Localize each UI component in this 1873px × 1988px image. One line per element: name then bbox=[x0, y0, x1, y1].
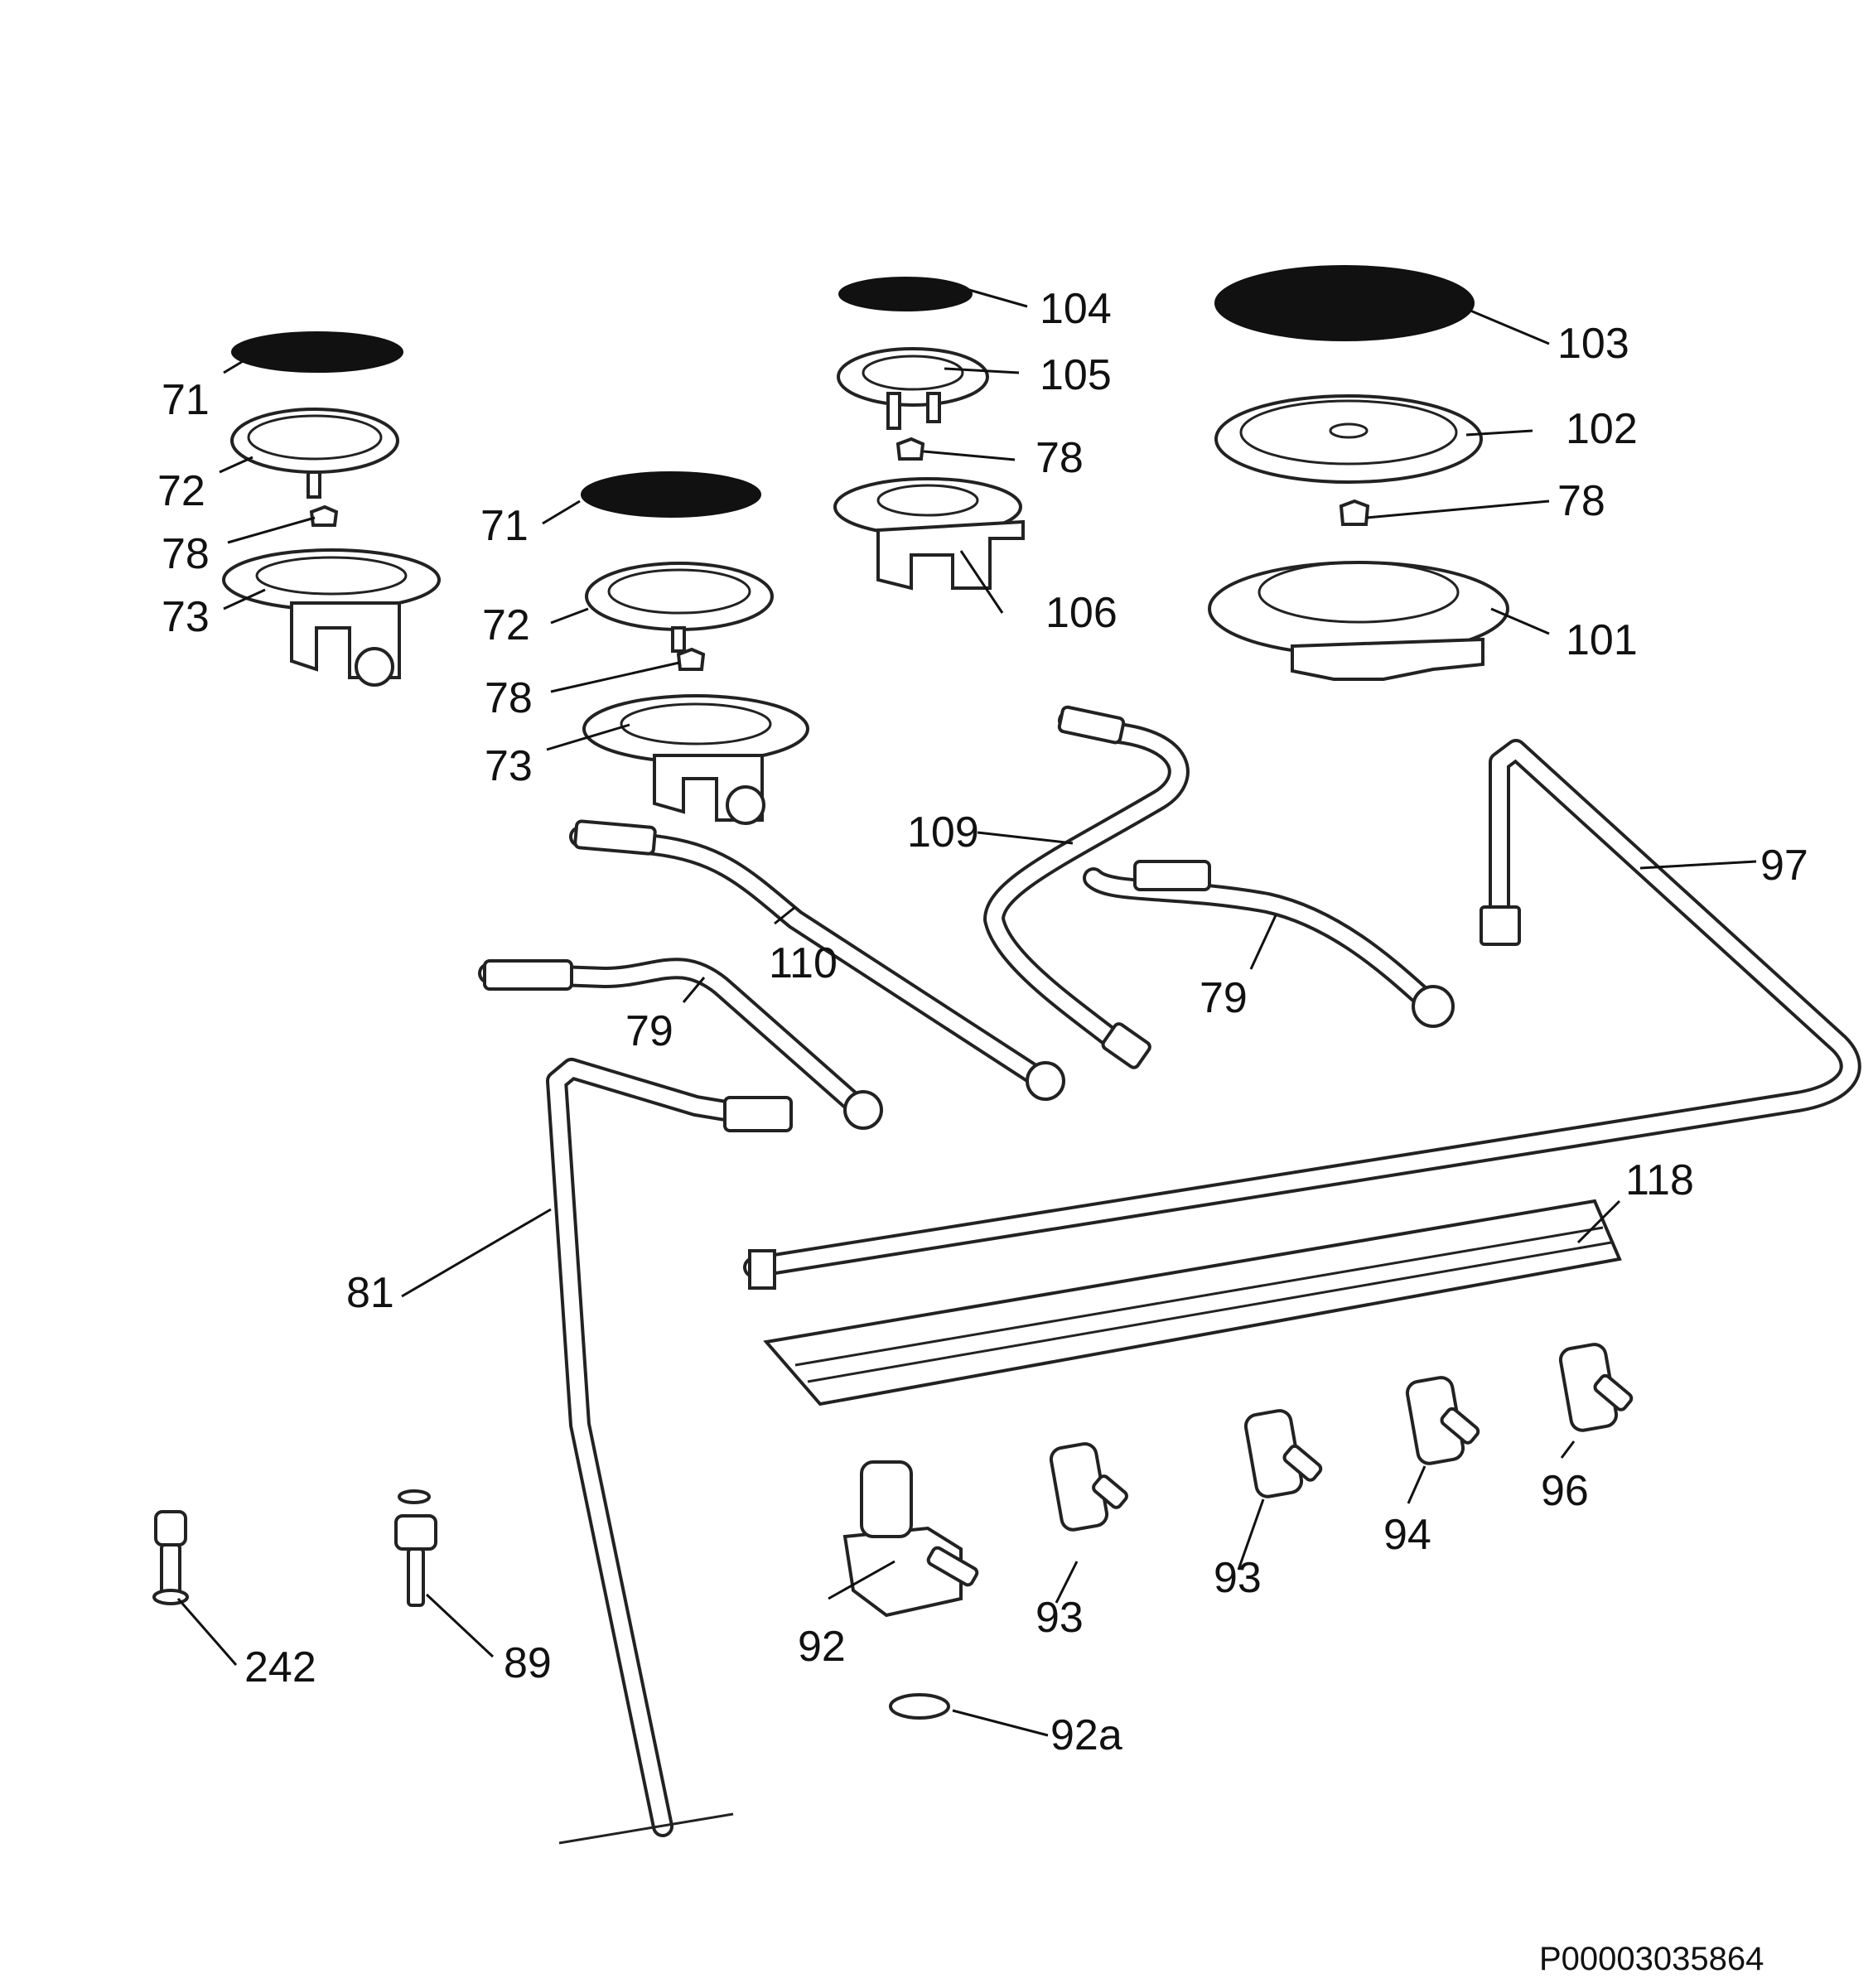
burner-cap-103 bbox=[1214, 265, 1475, 341]
label-78-auxiliary: 78 bbox=[1035, 434, 1084, 482]
label-102: 102 bbox=[1566, 405, 1638, 453]
leader-lines bbox=[176, 288, 1757, 1737]
label-105: 105 bbox=[1040, 351, 1112, 399]
label-79-left: 79 bbox=[625, 1007, 673, 1055]
gas-tap-92 bbox=[842, 1460, 979, 1618]
burner-large-assembly bbox=[1208, 265, 1509, 681]
label-71-middle: 71 bbox=[480, 502, 529, 550]
label-78-middle: 78 bbox=[485, 674, 533, 722]
gas-tap-96 bbox=[1558, 1343, 1634, 1432]
injector-78-left bbox=[309, 504, 339, 527]
burner-auxiliary-assembly bbox=[833, 277, 1025, 591]
label-73-middle: 73 bbox=[485, 742, 533, 790]
flame-spreader-102 bbox=[1214, 394, 1483, 484]
document-reference: P00003035864 bbox=[1539, 1941, 1764, 1977]
burner-base-73-left bbox=[222, 548, 441, 611]
label-104: 104 bbox=[1040, 285, 1112, 333]
burner-left-assembly bbox=[222, 331, 441, 687]
label-101: 101 bbox=[1566, 616, 1638, 664]
gas-tap-93-right bbox=[1243, 1409, 1323, 1498]
injector-78-middle bbox=[676, 647, 706, 671]
label-96: 96 bbox=[1541, 1467, 1589, 1515]
label-72-middle: 72 bbox=[482, 601, 530, 649]
injector-78-large bbox=[1339, 499, 1370, 526]
label-106: 106 bbox=[1045, 589, 1118, 637]
flame-spreader-72-middle bbox=[585, 562, 774, 631]
gas-rail-97 bbox=[743, 739, 1861, 1290]
seal-ring-92a bbox=[889, 1693, 950, 1720]
burner-cap-71-left bbox=[231, 331, 403, 373]
bracket-118 bbox=[763, 1199, 1622, 1407]
label-89: 89 bbox=[504, 1639, 552, 1687]
burner-cap-104 bbox=[838, 277, 973, 311]
label-79-right: 79 bbox=[1200, 974, 1248, 1022]
label-242: 242 bbox=[244, 1643, 316, 1691]
label-110: 110 bbox=[769, 939, 838, 987]
injector-78-auxiliary bbox=[895, 437, 925, 461]
supply-pipe-81 bbox=[546, 1058, 793, 1845]
pipe-110 bbox=[569, 819, 1065, 1101]
label-94: 94 bbox=[1383, 1511, 1431, 1559]
label-92a: 92a bbox=[1050, 1711, 1122, 1759]
label-73-left: 73 bbox=[162, 593, 210, 641]
label-93-left: 93 bbox=[1035, 1594, 1084, 1642]
label-93-right: 93 bbox=[1214, 1554, 1262, 1602]
part-labels: 71 72 78 73 71 72 78 73 104 105 78 106 1… bbox=[157, 285, 1808, 1759]
label-78-left: 78 bbox=[162, 530, 210, 578]
label-78-large: 78 bbox=[1557, 477, 1605, 525]
part-242 bbox=[152, 1510, 189, 1605]
part-89 bbox=[394, 1489, 437, 1607]
burner-middle-left-assembly bbox=[581, 471, 809, 825]
label-72-left: 72 bbox=[157, 467, 205, 515]
label-71-left: 71 bbox=[162, 376, 210, 424]
gas-tap-94 bbox=[1405, 1376, 1480, 1465]
flame-spreader-72-left bbox=[230, 408, 399, 474]
label-118: 118 bbox=[1625, 1156, 1694, 1204]
gas-tap-93-left bbox=[1049, 1442, 1128, 1532]
burner-cap-71-middle bbox=[581, 471, 761, 518]
label-81: 81 bbox=[346, 1269, 394, 1317]
pipe-79-right bbox=[1083, 860, 1455, 1028]
pipe-109 bbox=[983, 705, 1190, 1069]
label-103: 103 bbox=[1557, 320, 1629, 368]
pipe-79-left bbox=[478, 958, 883, 1130]
label-92: 92 bbox=[798, 1623, 846, 1671]
label-109: 109 bbox=[907, 808, 979, 856]
label-97: 97 bbox=[1760, 842, 1808, 890]
